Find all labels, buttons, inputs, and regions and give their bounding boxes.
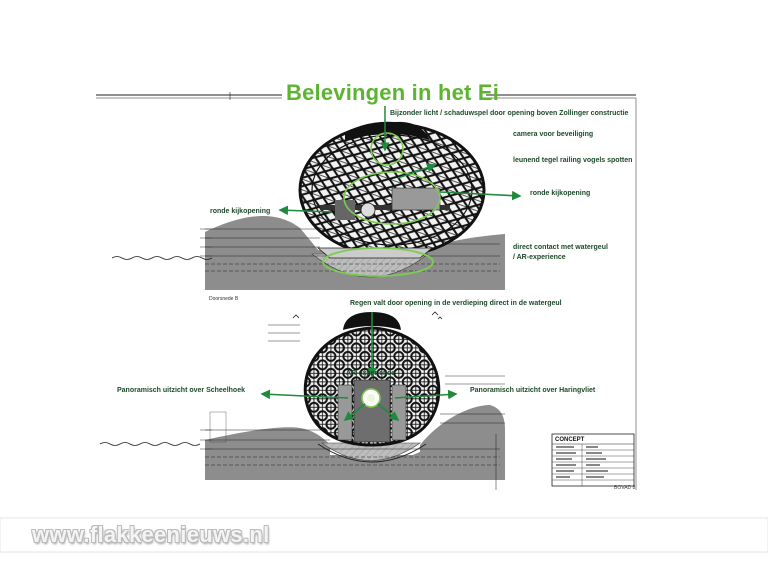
annotation-right-view: Panoramisch uitzicht over Haringvliet bbox=[470, 387, 596, 394]
watermark-text: www.flakkeenieuws.nl bbox=[32, 522, 270, 547]
bottom-section bbox=[99, 312, 505, 480]
bottom-arrows bbox=[260, 312, 458, 421]
level-ticks bbox=[200, 228, 505, 450]
watermark-band bbox=[0, 517, 768, 553]
section-label-b: Doorsnede B bbox=[209, 296, 239, 302]
annotation-railing: leunend tegel railing vogels spotten bbox=[513, 157, 633, 164]
top-arrows bbox=[278, 163, 522, 216]
annotation-light: Bijzonder licht / schaduwspel door openi… bbox=[390, 110, 629, 117]
top-section bbox=[111, 106, 505, 290]
sheet-title: Belevingen in het Ei bbox=[286, 80, 500, 105]
sheet-frame bbox=[96, 92, 636, 100]
annotation-left-view: Panoramisch uitzicht over Scheelhoek bbox=[117, 387, 245, 394]
title-block bbox=[495, 98, 637, 490]
annotation-left-window: ronde kijkopening bbox=[210, 208, 271, 215]
annotation-rain: Regen valt door opening in de verdieping… bbox=[350, 300, 562, 307]
title-block-scale: BOVAD 8 bbox=[614, 485, 636, 491]
annotation-water-line2: / AR-experience bbox=[513, 254, 566, 261]
annotation-right-window: ronde kijkopening bbox=[530, 190, 591, 197]
annotation-ar: AR-experience bbox=[346, 370, 396, 377]
annotation-water-line1: direct contact met watergeul bbox=[513, 244, 608, 251]
title-block-title: CONCEPT bbox=[555, 437, 585, 443]
annotation-camera: camera voor beveiliging bbox=[513, 131, 594, 138]
